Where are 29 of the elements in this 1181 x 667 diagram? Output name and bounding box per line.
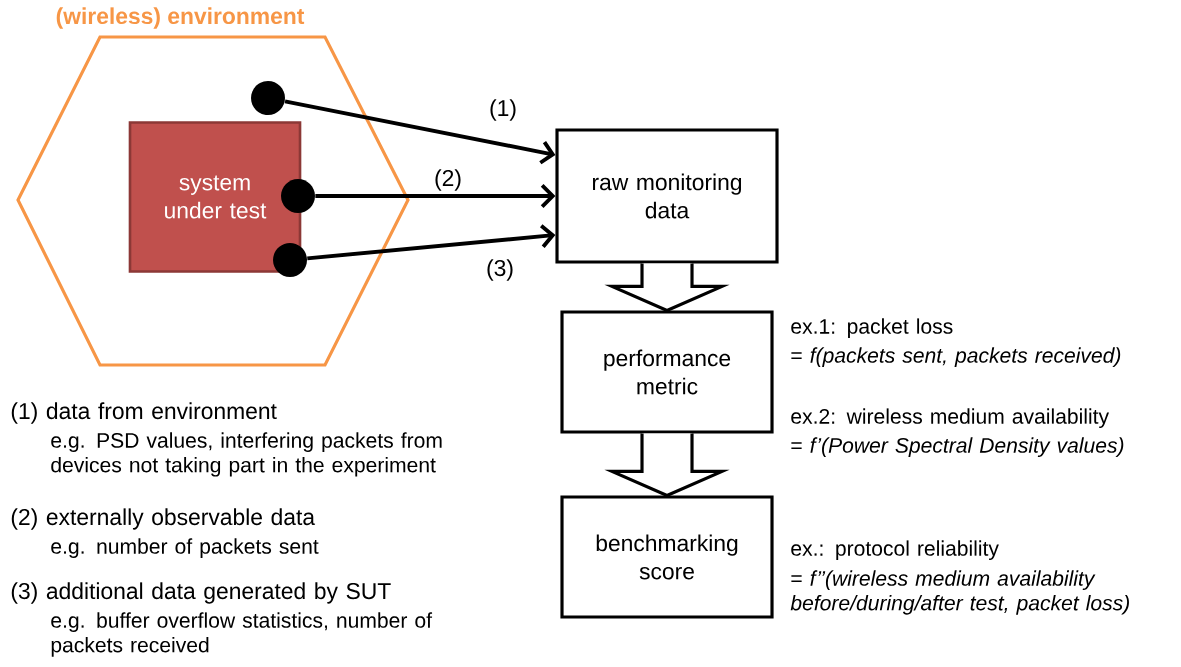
legend-text: e.g. PSD values, interfering packets from devices not taking part in the experiment xyxy=(51,432,442,477)
edge-label: (1) xyxy=(487,97,519,123)
legend-text: (3) additional data generated by SUT xyxy=(11,582,391,604)
legend-text: e.g. number of packets sent xyxy=(51,538,319,558)
block-arrow xyxy=(604,262,730,313)
example-text: ex.: protocol reliability xyxy=(791,540,999,560)
example-text: = f’’(wireless medium availability before/during/after test, packet loss) xyxy=(790,570,1129,615)
environment-title: (wireless) environment xyxy=(56,7,305,29)
arrow xyxy=(284,99,556,165)
process-box: benchmarking score xyxy=(560,495,774,619)
arrow xyxy=(307,224,556,261)
system-box: system under test xyxy=(128,121,302,273)
example-text: ex.2: wireless medium availability xyxy=(791,408,1109,428)
arrow xyxy=(315,184,556,208)
edge-label: (3) xyxy=(484,257,516,283)
example-text: = f’(Power Spectral Density values) xyxy=(791,437,1124,457)
connector-dot xyxy=(251,81,285,115)
process-box: raw monitoring data xyxy=(555,128,779,264)
connector-dot xyxy=(273,243,307,277)
block-arrow xyxy=(604,432,730,498)
legend-text: e.g. buffer overflow statistics, number of packets received xyxy=(51,612,433,657)
edge-label: (2) xyxy=(432,167,464,193)
connector-dot xyxy=(281,179,315,213)
legend-text: (2) externally observable data xyxy=(11,508,316,530)
process-box: performance metric xyxy=(560,310,774,434)
environment-hexagon xyxy=(16,35,410,367)
example-text: ex.1: packet loss xyxy=(791,318,953,338)
legend-text: (1) data from environment xyxy=(11,402,277,424)
example-text: = f(packets sent, packets received) xyxy=(791,347,1121,367)
